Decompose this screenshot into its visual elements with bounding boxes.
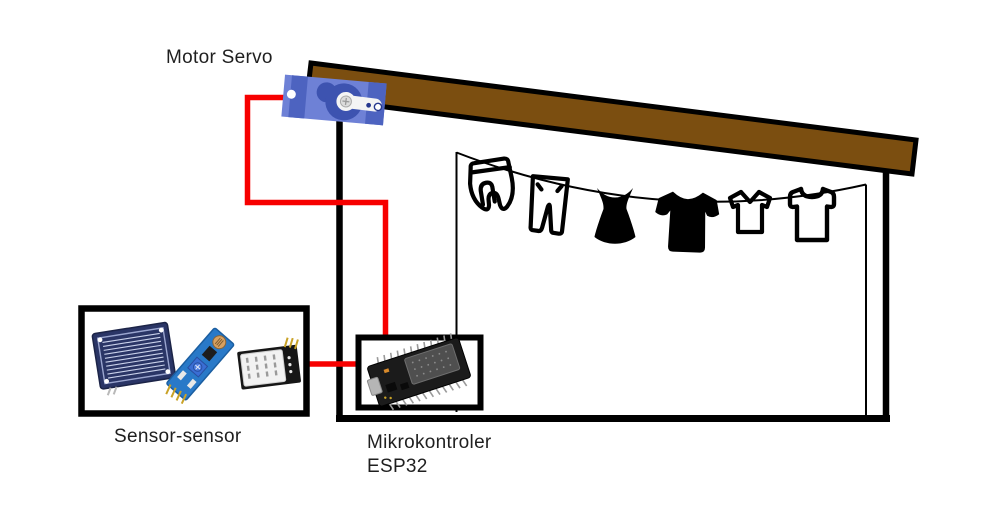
microcontroller-label-line2: ESP32 (367, 456, 428, 477)
humidity-sensor-icon (237, 337, 301, 390)
servo-mount-hole (286, 89, 296, 99)
servo-horn (336, 91, 383, 112)
servo-wire (244, 94, 389, 340)
house-structure (304, 60, 919, 422)
jeans-icon (528, 174, 570, 236)
wiring (244, 94, 389, 367)
esp32-box (355, 333, 484, 411)
dress-icon (594, 188, 636, 244)
light-sensor-icon (165, 327, 235, 405)
sensor-box (78, 305, 310, 417)
t-shirt-outline-icon (787, 186, 837, 243)
clothes-group (467, 156, 837, 253)
microcontroller-label-line1: Mikrokontroler (367, 432, 492, 453)
roof-beam (304, 60, 919, 177)
t-shirt-small-outline-icon (727, 189, 773, 235)
hanging-pants-icon (467, 156, 515, 212)
motor-servo-label: Motor Servo (166, 47, 273, 68)
microcontroller-label: Mikrokontroler ESP32 (367, 431, 492, 479)
rain-sensor-icon (91, 321, 177, 396)
sensors-label: Sensor-sensor (114, 426, 242, 447)
servo-motor-image (281, 74, 387, 126)
esp32-board-icon (366, 333, 471, 411)
t-shirt-filled-icon (655, 191, 720, 253)
